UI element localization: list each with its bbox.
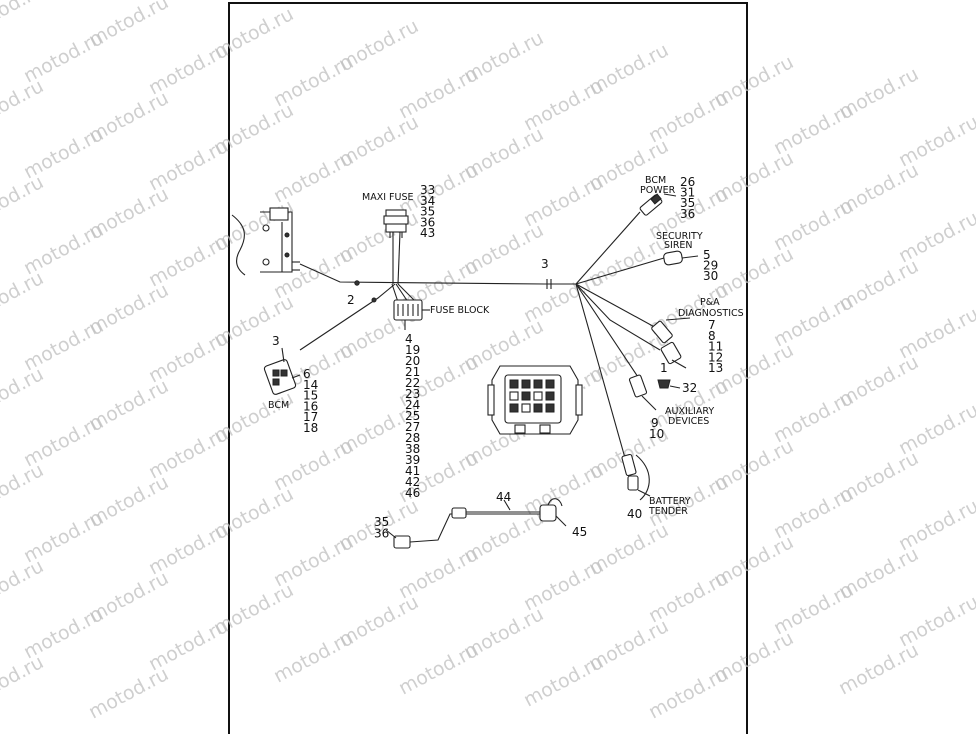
callout-bcm-power-26: 26 [680,175,695,189]
bcm-power-label-2: POWER [640,185,676,196]
callout-fuse-block-25: 25 [405,409,420,423]
security-siren-connector [663,250,699,266]
pa-label-1: P&A [700,297,720,308]
callout-lower-left-36: 36 [374,527,389,541]
bcm-power-label-1: BCM [645,175,666,186]
callout-harness-2: 2 [347,293,355,307]
callout-fuse-block-39: 39 [405,453,420,467]
callout-lower-44: 44 [496,490,511,504]
callout-bcm-15: 15 [303,389,318,403]
callout-bcm-14: 14 [303,378,318,392]
frame-bracket [231,207,300,276]
callout-bcm-6: 6 [303,367,311,381]
bcm-power-connector [639,193,677,216]
bcm-label: BCM [268,400,289,411]
callout-fuse-block-41: 41 [405,464,420,478]
callout-bcm-16: 16 [303,399,318,413]
callout-maxi-fuse-43: 43 [420,226,435,240]
callout-fuse-block-38: 38 [405,442,420,456]
bcm-connector-part [263,347,301,395]
callout-fuse-block-22: 22 [405,376,420,390]
aux-label-2: DEVICES [668,416,709,427]
callout-pa-11: 11 [708,340,723,354]
right-branches [575,211,665,459]
auxiliary-devices-connector [628,374,681,411]
callout-fuse-block-46: 46 [405,486,420,500]
maxi-fuse-label: MAXI FUSE [362,192,413,203]
connector-face-detail [487,365,583,435]
callout-pa-1: 1 [660,361,668,375]
callout-pa-13: 13 [708,361,723,375]
fuse-block-part [393,299,430,330]
callout-fuse-block-20: 20 [405,354,420,368]
single-callouts: 3 2 3 1 32 40 44 45 [272,257,697,539]
fuse-block-label: FUSE BLOCK [430,305,490,316]
callout-fuse-block-23: 23 [405,387,420,401]
drawing-frame [228,2,748,734]
callout-bcm-17: 17 [303,410,318,424]
callout-harness-3: 3 [541,257,549,271]
part-labels: MAXI FUSE FUSE BLOCK BCM BCM POWER SECUR… [268,175,744,517]
callout-fuse-block-21: 21 [405,365,420,379]
callout-pa-7: 7 [708,318,716,332]
callout-maxi-fuse-36: 36 [420,215,435,229]
aux-label-1: AUXILIARY [665,406,714,417]
callout-fuse-block-24: 24 [405,398,420,412]
callout-maxi-fuse-34: 34 [420,194,435,208]
lower-cable-assembly [385,498,567,549]
callout-security-29: 29 [703,259,718,273]
callout-lower-left-35: 35 [374,515,389,529]
security-label-1: SECURITY [656,231,703,242]
battery-label-1: BATTERY [649,496,691,507]
callout-security-5: 5 [703,248,711,262]
callout-fuse-block-27: 27 [405,420,420,434]
battery-label-2: TENDER [648,506,688,517]
callout-pa-8: 8 [708,329,716,343]
callout-security-30: 30 [703,269,718,283]
callout-lower-45: 45 [572,525,587,539]
pa-label-2: DIAGNOSTICS [678,308,744,319]
callout-bcm-power-36: 36 [680,207,695,221]
callout-fuse-block-42: 42 [405,475,420,489]
callout-fuse-block-4: 4 [405,332,413,346]
callout-pa-12: 12 [708,350,723,364]
callout-aux-32: 32 [682,381,697,395]
maxi-fuse-part [383,209,409,238]
callout-stacks: 3334353643419202122232425272838394142466… [303,175,723,541]
callout-battery-40: 40 [627,507,642,521]
callout-bcm-top: 3 [272,334,280,348]
callout-aux-10: 10 [649,427,664,441]
pa-diagnostics-connector [651,317,691,369]
callout-maxi-fuse-33: 33 [420,183,435,197]
security-label-2: SIREN [664,240,693,251]
callout-fuse-block-28: 28 [405,431,420,445]
main-harness-trunk [299,231,576,351]
callout-fuse-block-19: 19 [405,343,420,357]
callout-bcm-18: 18 [303,421,318,435]
battery-tender-connector [621,453,651,501]
callout-bcm-power-35: 35 [680,196,695,210]
callout-aux-9: 9 [651,416,659,430]
callout-maxi-fuse-35: 35 [420,205,435,219]
callout-bcm-power-31: 31 [680,186,695,200]
